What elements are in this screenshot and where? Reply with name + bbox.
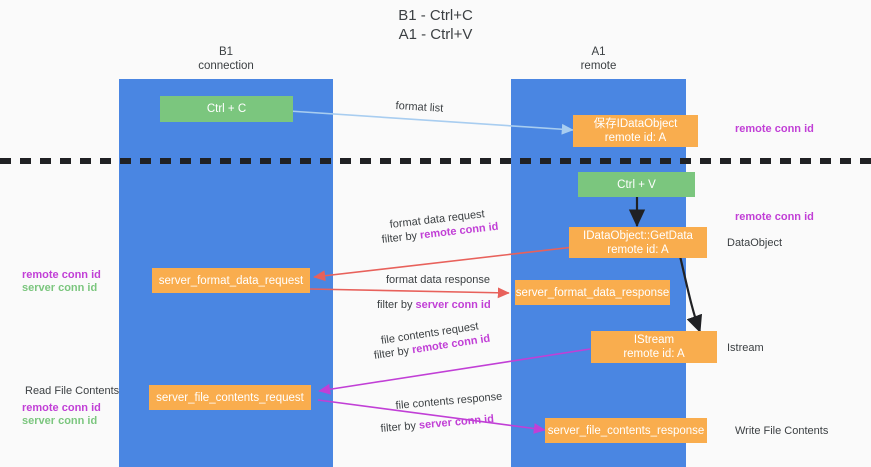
annotation-left-read-file-contents: Read File Contents — [25, 385, 120, 397]
annotation-left-remote-conn-id-2: remote conn id — [22, 402, 101, 414]
filter-key-server-conn-id: server conn id — [415, 299, 491, 311]
node-ctrl-v[interactable]: Ctrl + V — [578, 172, 695, 197]
edge-label-format-data-response: format data response — [386, 274, 490, 286]
annotation-left-server-conn-id-2: server conn id — [22, 415, 98, 427]
lane-header-b1: B1 connection — [198, 46, 254, 72]
node-server-file-contents-response[interactable]: server_file_contents_response — [545, 418, 707, 443]
annotation-right-remote-conn-id-2: remote conn id — [735, 211, 814, 223]
node-server-format-data-request[interactable]: server_format_data_request — [152, 268, 310, 293]
edge-label-file-contents-response-filter: filter by server conn id — [380, 412, 495, 437]
annotation-left-remote-conn-id-1: remote conn id — [22, 269, 101, 281]
annotation-right-remote-conn-id-1: remote conn id — [735, 123, 814, 135]
annotation-left-server-conn-id-1: server conn id — [22, 282, 98, 294]
node-ctrl-c[interactable]: Ctrl + C — [160, 96, 293, 122]
annotation-right-istream: Istream — [727, 342, 764, 354]
edge-label-format-data-response-filter: filter by server conn id — [377, 298, 491, 313]
node-server-file-contents-request[interactable]: server_file_contents_request — [149, 385, 311, 410]
arrow-format-data-response — [309, 287, 510, 299]
filter-prefix: filter by — [377, 299, 416, 311]
edge-label-file-contents-response: file contents response — [395, 390, 503, 412]
node-istream[interactable]: IStream remote id: A — [591, 331, 717, 363]
node-idataobject-getdata[interactable]: IDataObject::GetData remote id: A — [569, 227, 707, 258]
lane-header-a1: A1 remote — [580, 46, 617, 72]
edge-label-format-list: format list — [395, 99, 444, 115]
filter-prefix: filter by — [373, 344, 414, 362]
annotation-right-dataobject: DataObject — [727, 237, 783, 249]
annotation-right-write-file-contents: Write File Contents — [735, 425, 829, 437]
filter-prefix: filter by — [380, 419, 420, 435]
filter-prefix: filter by — [381, 229, 421, 246]
filter-key-server-conn-id: server conn id — [418, 413, 495, 432]
node-server-format-data-response[interactable]: server_format_data_response — [515, 280, 670, 305]
node-save-idataobject[interactable]: 保存IDataObject remote id: A — [573, 115, 698, 147]
diagram-title: B1 - Ctrl+C A1 - Ctrl+V — [398, 7, 473, 43]
